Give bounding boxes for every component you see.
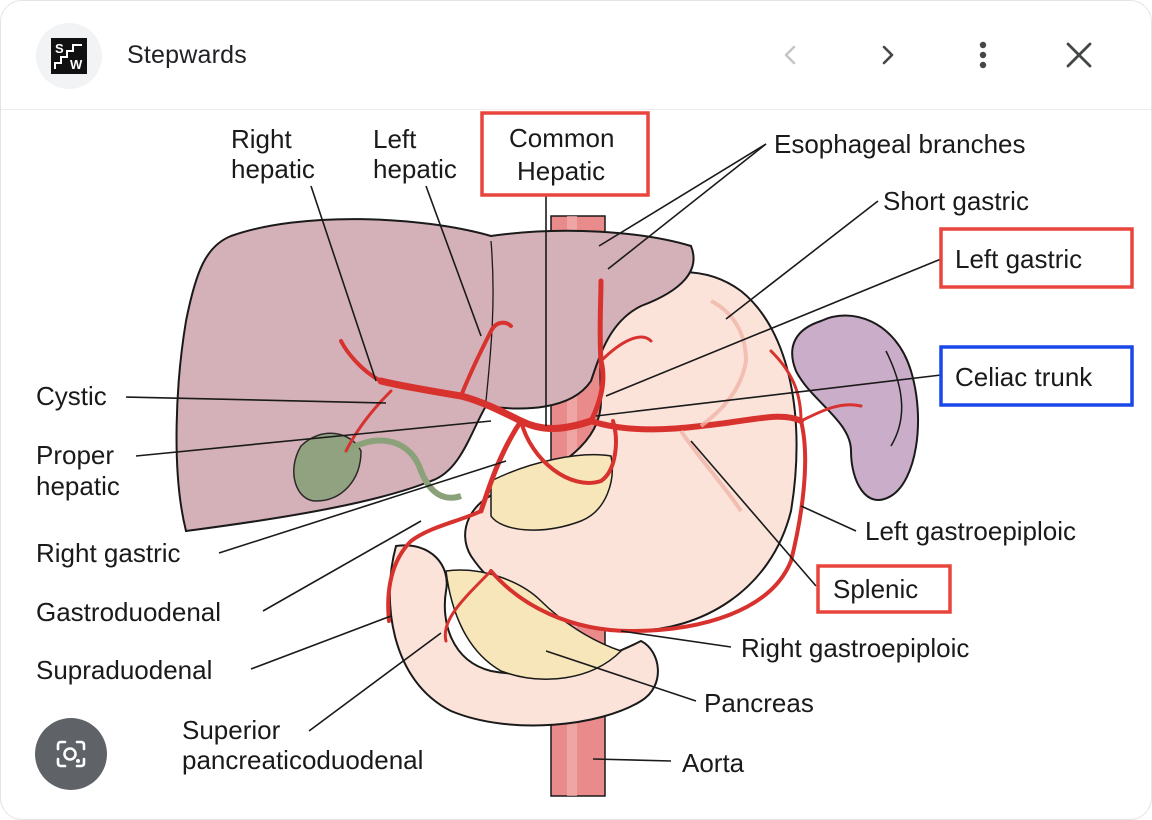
forward-button[interactable] [865,33,909,77]
left-gastric-highlight-box [939,227,1134,289]
splenic-highlight-box [816,564,952,614]
common-hepatic-highlight-box [480,111,650,197]
label-pancreas: Pancreas [704,688,814,718]
lens-icon [56,740,86,768]
label-gastroduodenal: Gastroduodenal [36,597,221,627]
label-celiac-trunk: Celiac trunk [955,362,1093,392]
label-supraduodenal: Supraduodenal [36,655,212,685]
leader-lines [125,143,942,762]
label-superior-pd-line1: Superior [182,715,281,745]
lens-search-button[interactable] [35,718,107,790]
label-right-hepatic-line2: hepatic [231,154,315,184]
celiac-trunk-diagram: Right hepatic Left hepatic Common Hepati… [1,109,1151,819]
label-left-gastroepiploic: Left gastroepiploic [865,516,1076,546]
viewer-header: S W Stepwards [1,1,1151,110]
pancreas-head-shape [445,569,623,680]
svg-text:S: S [55,41,64,56]
close-button[interactable] [1057,33,1101,77]
chevron-left-icon [784,45,796,65]
gallbladder-shape [293,432,362,502]
svg-text:W: W [70,57,83,72]
label-common-hepatic-line2: Hepatic [517,156,605,186]
site-logo[interactable]: S W [36,23,102,89]
label-esophageal-branches: Esophageal branches [774,129,1026,159]
diagram-canvas: Right hepatic Left hepatic Common Hepati… [36,111,1134,797]
close-icon [1066,42,1092,68]
label-left-hepatic-line2: hepatic [373,154,457,184]
label-proper-hepatic-line2: hepatic [36,471,120,501]
app-title: Stepwards [127,41,247,69]
more-vert-icon [979,41,987,69]
duodenum-shape [388,544,659,727]
label-proper-hepatic-line1: Proper [36,440,114,470]
label-right-gastric: Right gastric [36,538,181,568]
label-splenic: Splenic [833,574,918,604]
label-right-gastroepiploic: Right gastroepiploic [741,633,969,663]
label-superior-pd-line2: pancreaticoduodenal [182,745,423,775]
label-right-hepatic-line1: Right [231,124,292,154]
label-left-hepatic-line1: Left [373,124,417,154]
spleen-shape [791,314,920,501]
more-options-button[interactable] [961,33,1005,77]
celiac-trunk-highlight-box [939,345,1134,407]
label-left-gastric: Left gastric [955,244,1082,274]
label-short-gastric: Short gastric [883,186,1029,216]
pancreas-body-shape [490,453,613,531]
chevron-right-icon [882,45,894,65]
label-common-hepatic-line1: Common [509,123,614,153]
label-aorta: Aorta [682,748,745,778]
back-button[interactable] [769,33,813,77]
label-cystic: Cystic [36,381,107,411]
stepwards-logo-icon: S W [51,38,87,74]
